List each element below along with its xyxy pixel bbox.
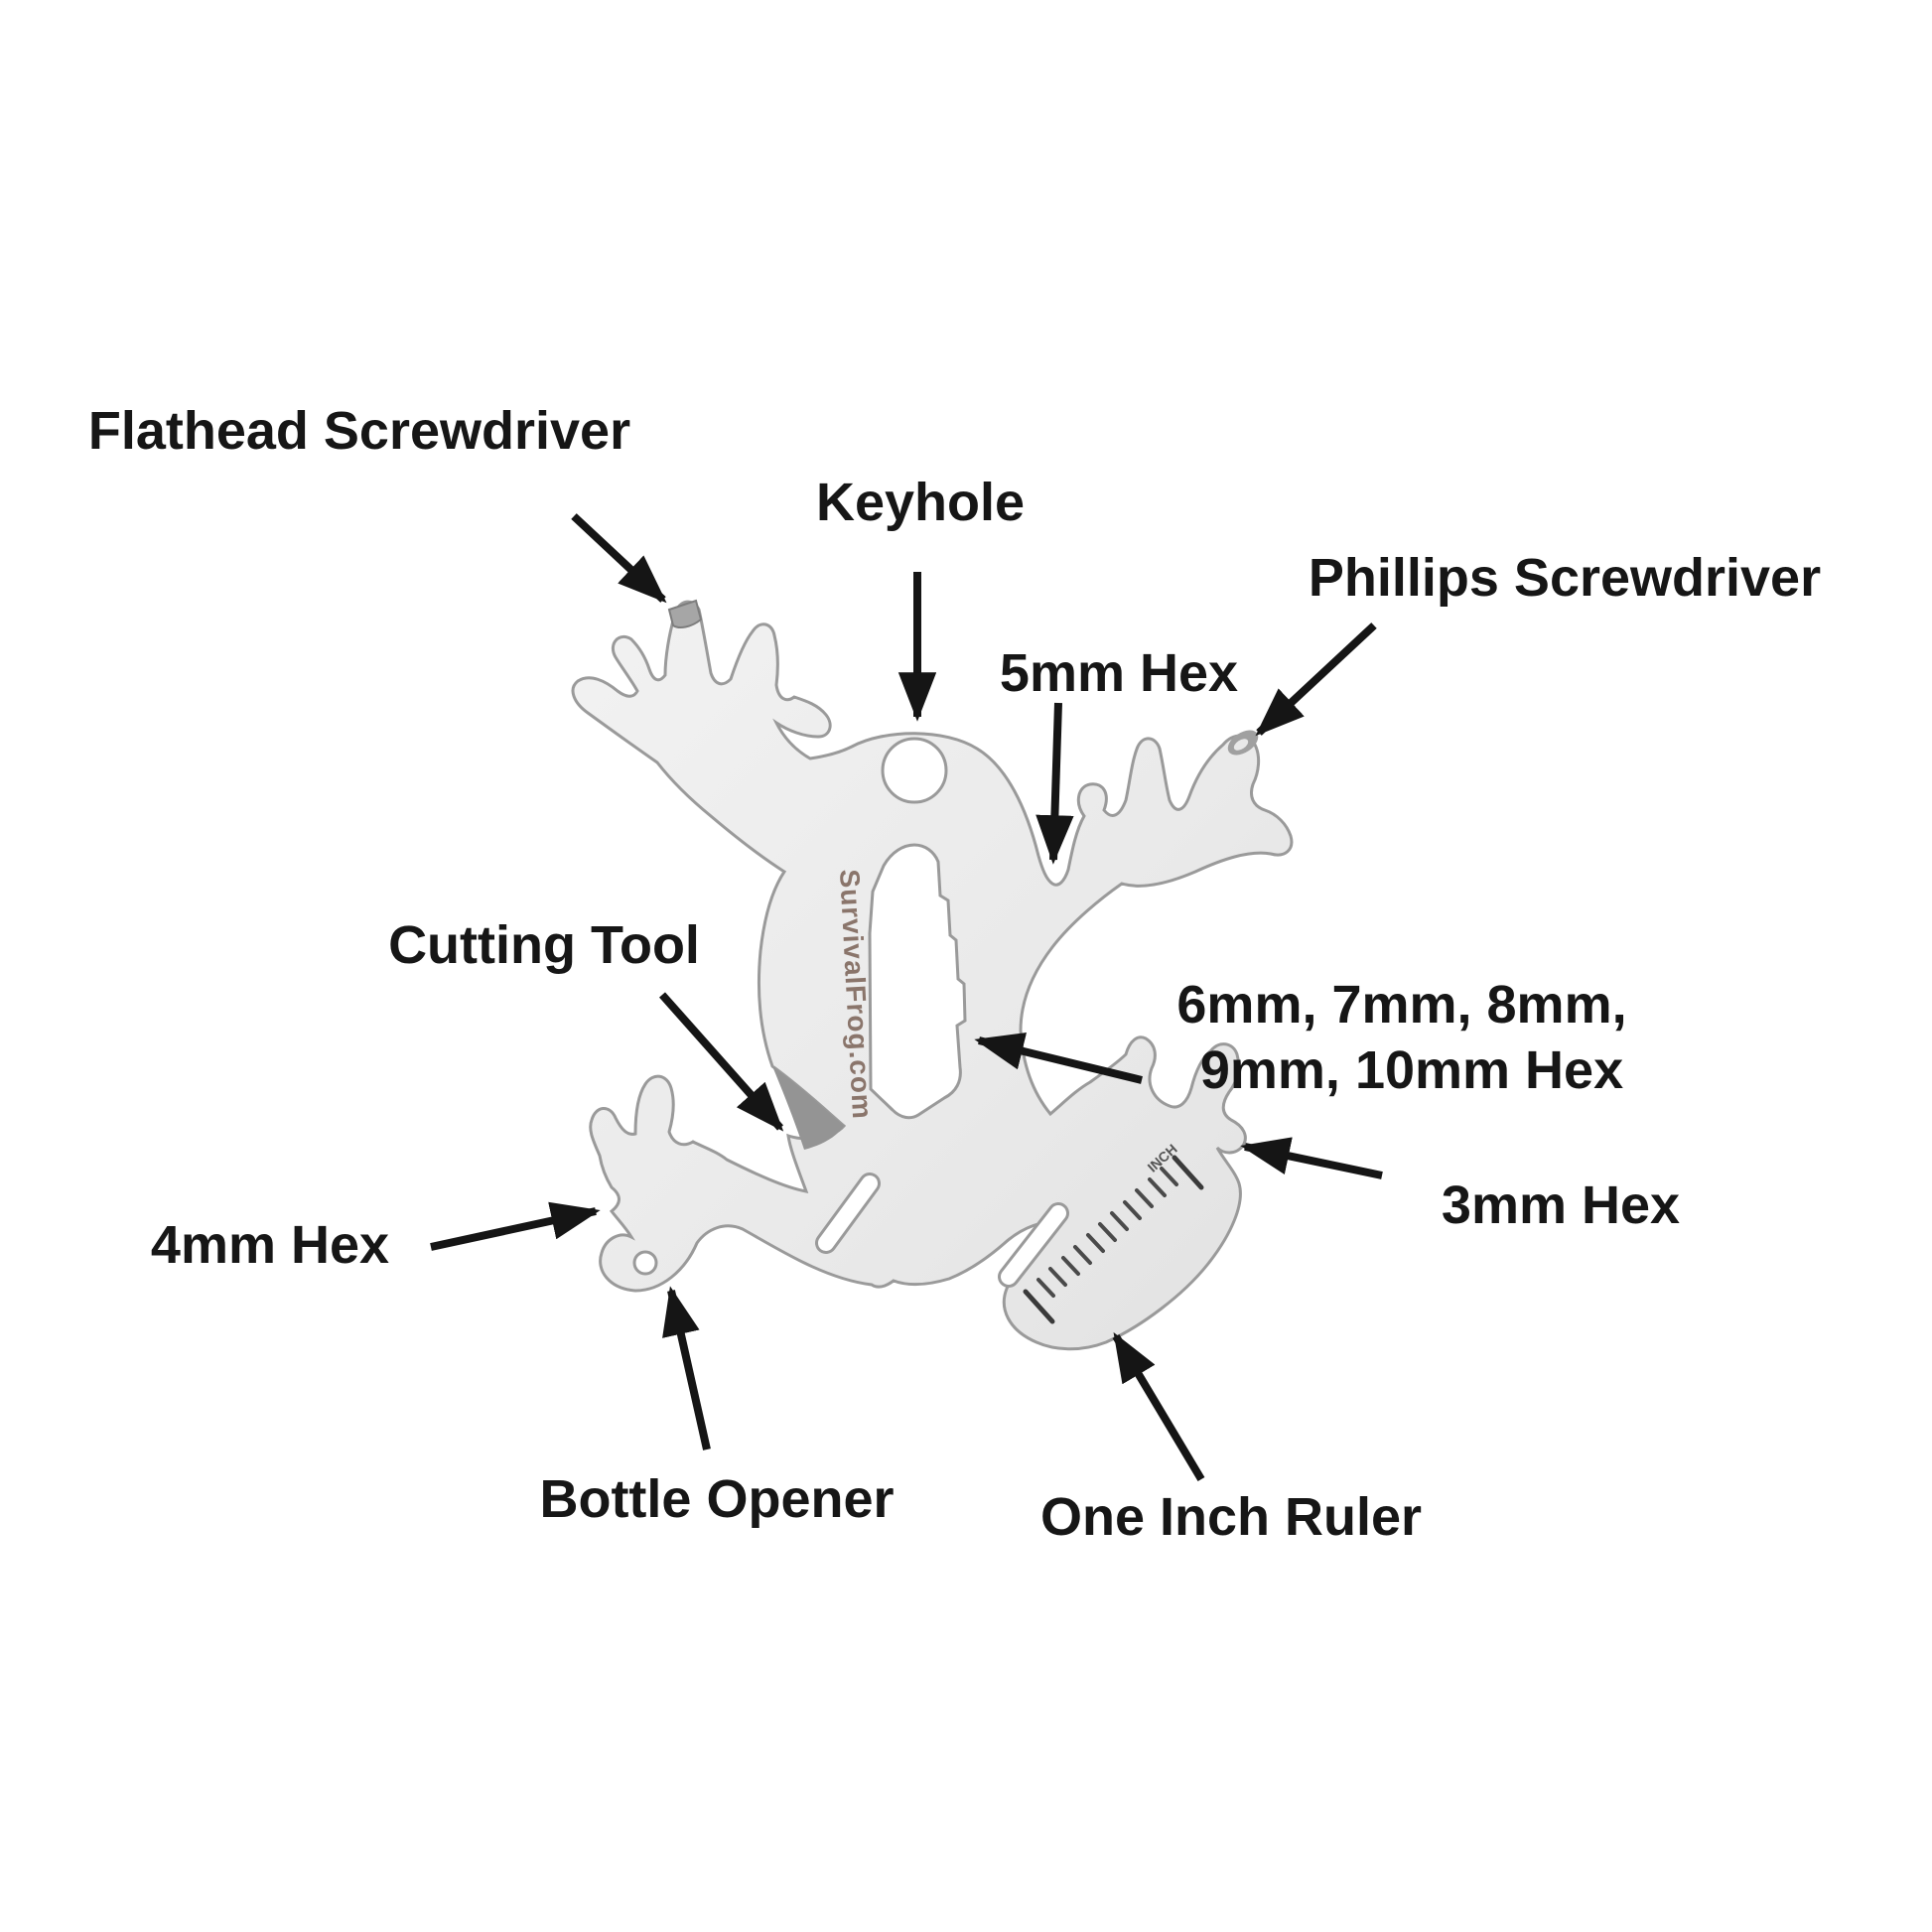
hex3-arrow [1240,1137,1383,1179]
hex610-arrow [974,1032,1143,1084]
flathead-arrow [571,513,667,604]
label-cutting-tool: Cutting Tool [388,915,700,975]
label-phillips-screwdriver: Phillips Screwdriver [1309,548,1821,608]
right-leg-slot [998,1202,1069,1288]
cutting-notch [772,1066,844,1150]
bottle-arrow [662,1286,711,1450]
hex-wrench-cutout [868,843,967,1120]
label-3mm-hex: 3mm Hex [1442,1175,1680,1235]
left-thigh-slot [815,1173,881,1254]
keyhole-cutout [881,737,948,804]
label-one-inch-ruler: One Inch Ruler [1040,1487,1422,1547]
label-hex-6-10-line1: 6mm, 7mm, 8mm, [1176,975,1626,1035]
callout-arrows [430,513,1383,1482]
phillips-tip [1227,730,1259,756]
phillips-arrow [1255,622,1377,737]
hex5-arrow [1035,702,1074,865]
cutting-arrow [659,992,784,1132]
label-flathead-screwdriver: Flathead Screwdriver [88,401,630,461]
frog-multitool: INCH SurvivalFrog.com [571,599,1294,1351]
label-4mm-hex: 4mm Hex [151,1215,389,1275]
label-bottle-opener: Bottle Opener [539,1469,894,1529]
label-hex-6-10-line2: 9mm, 10mm Hex [1200,1040,1623,1100]
bottle-opener-hook-hole [632,1250,658,1276]
callout-labels: Flathead Screwdriver Keyhole Phillips Sc… [88,401,1821,1547]
label-keyhole: Keyhole [816,473,1025,532]
ruler-arrow [1112,1331,1205,1482]
label-5mm-hex: 5mm Hex [1000,643,1238,703]
hex4-arrow [430,1201,601,1251]
flathead-tip [667,599,703,628]
